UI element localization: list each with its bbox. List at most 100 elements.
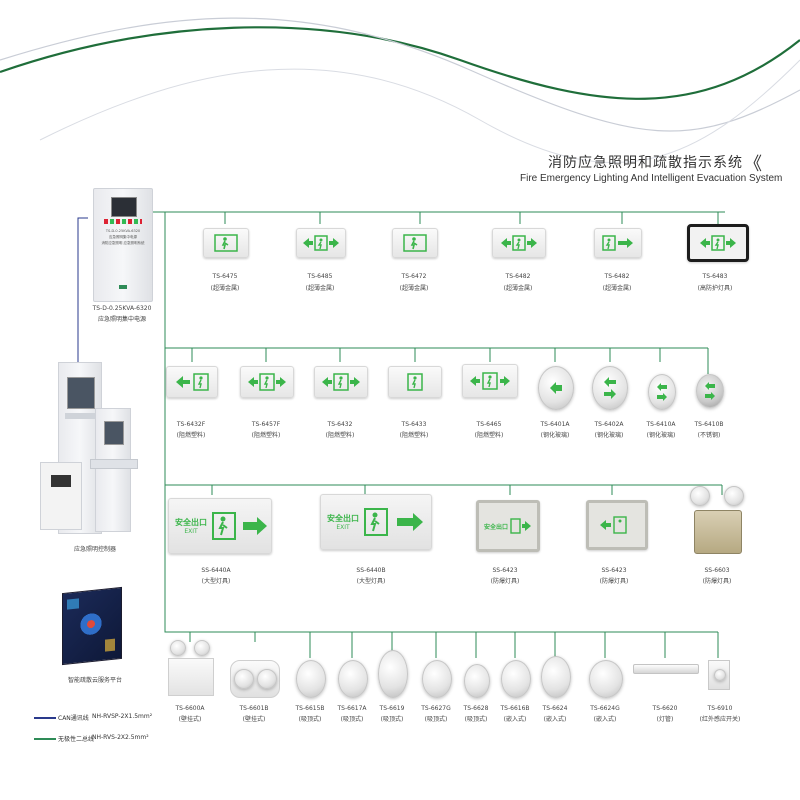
fixture-ts-6600a[interactable]: [166, 640, 216, 698]
fixture-ts-6624[interactable]: [541, 656, 571, 698]
exit-sign-en: EXIT: [336, 524, 350, 531]
row2-model-5: TS-6401A: [540, 421, 570, 428]
fixture-ts-6465[interactable]: [462, 364, 518, 398]
fixture-ts-6402a[interactable]: [592, 366, 628, 410]
fixture-ts-6624g[interactable]: [589, 660, 623, 698]
screen-map: [77, 609, 105, 639]
fixture-ts-6627g[interactable]: [422, 660, 452, 698]
row2-model-7: TS-6410A: [646, 421, 676, 428]
row2-model-6: TS-6402A: [594, 421, 624, 428]
row3-desc-0: (大型灯具): [201, 578, 231, 585]
row2-desc-7: (钢化玻璃): [646, 432, 676, 439]
fixture-ss-6603[interactable]: [690, 486, 744, 554]
fixture-ts-6485[interactable]: [296, 228, 346, 258]
cloud-platform-screen[interactable]: [62, 586, 122, 666]
fixture-ts-6617a[interactable]: [338, 660, 368, 698]
fixture-ts-6410a[interactable]: [648, 374, 676, 410]
exit-sign-cn: 安全出口: [327, 514, 359, 523]
row3-model-1: SS-6440B: [356, 567, 386, 574]
exit-sign-cn: 安全出口: [483, 523, 508, 531]
fixture-ts-6910[interactable]: [708, 660, 730, 690]
fixture-ts-6483[interactable]: [687, 224, 749, 262]
screen-chart: [67, 598, 79, 610]
row4-model-10: TS-6620: [652, 705, 678, 712]
cloud-platform-label: 智能疏散云服务平台: [67, 677, 122, 684]
panel-display: [51, 475, 71, 487]
lamp-head-right: [194, 640, 210, 656]
row4-model-5: TS-6627G: [421, 705, 451, 712]
fixture-ts-6616b[interactable]: [501, 660, 531, 698]
control-console[interactable]: [90, 408, 138, 532]
lamp-lens-left: [234, 669, 254, 689]
row4-desc-8: (嵌入式): [543, 716, 567, 723]
lamp-lens-right: [257, 669, 277, 689]
cabinet-keyboard: [65, 413, 95, 419]
controller-model-label: TS-D-0.25KVA-6320: [92, 305, 152, 312]
row4-model-3: TS-6617A: [337, 705, 367, 712]
fixture-ts-6410b[interactable]: [696, 374, 724, 408]
row2-desc-6: (钢化玻璃): [594, 432, 624, 439]
fixture-ts-6401a[interactable]: [538, 366, 574, 410]
lamp-head-left: [170, 640, 186, 656]
controller-name-label: 应急照明集中电源: [97, 316, 146, 323]
row1-model-1: TS-6485: [307, 273, 333, 280]
fixture-ts-6432f[interactable]: [166, 366, 218, 398]
fixture-ts-6482-a[interactable]: [492, 228, 546, 258]
row1-model-3: TS-6482: [505, 273, 531, 280]
fixture-ts-6619[interactable]: [378, 650, 408, 698]
row3-desc-1: (大型灯具): [356, 578, 386, 585]
fixture-ts-6475[interactable]: [203, 228, 249, 258]
row4-desc-9: (嵌入式): [593, 716, 617, 723]
row2-model-1: TS-6457F: [251, 421, 281, 428]
row4-model-8: TS-6624: [542, 705, 568, 712]
row4-model-2: TS-6615B: [295, 705, 325, 712]
fixture-ts-6601b[interactable]: [230, 660, 280, 698]
screen-chart-2: [105, 638, 115, 652]
row4-model-6: TS-6628: [463, 705, 489, 712]
fixture-ts-6432[interactable]: [314, 366, 368, 398]
fixture-ts-6620[interactable]: [633, 664, 699, 674]
central-power-supply[interactable]: TS-D-0.25KVA-6320 应急照明集中电源 消防应急照明 应急照明系统: [93, 188, 153, 302]
row2-desc-8: (不锈钢): [697, 432, 721, 439]
row2-desc-3: (阻燃塑料): [399, 432, 429, 439]
exit-sign-cn: 安全出口: [175, 518, 207, 527]
row4-desc-7: (嵌入式): [503, 716, 527, 723]
row3-desc-2: (防爆灯具): [490, 578, 520, 585]
legend-bus-spec: NH-RVS-2X2.5mm²: [92, 734, 149, 741]
row3-model-3: SS-6423: [601, 567, 627, 574]
fixture-ts-6433[interactable]: [388, 366, 442, 398]
fixture-ts-6615b[interactable]: [296, 660, 326, 698]
row3-desc-3: (防爆灯具): [599, 578, 629, 585]
row4-desc-11: (红外感应开关): [699, 716, 741, 723]
fixture-ss-6423-b[interactable]: [586, 500, 648, 550]
row3-model-0: SS-6440A: [201, 567, 231, 574]
fixture-ss-6440a[interactable]: 安全出口 EXIT: [168, 498, 272, 554]
brand-logo: [119, 285, 127, 289]
lamp-box: [168, 658, 214, 696]
fixture-ss-6440b[interactable]: 安全出口 EXIT: [320, 494, 432, 550]
legend-can-name: CAN通讯线: [58, 715, 89, 722]
row4-desc-5: (吸顶式): [424, 716, 448, 723]
row3-model-4: SS-6603: [704, 567, 730, 574]
row1-desc-1: (超薄金属): [305, 285, 335, 292]
fixture-ss-6423-a[interactable]: 安全出口: [476, 500, 540, 552]
panel-buttons: [104, 219, 142, 224]
title-chevron-icon: 《: [744, 154, 762, 175]
row4-model-1: TS-6601B: [239, 705, 269, 712]
sensor-dome: [714, 669, 726, 681]
row4-model-7: TS-6616B: [500, 705, 530, 712]
fixture-ts-6482-b[interactable]: [594, 228, 642, 258]
row1-desc-2: (超薄金属): [399, 285, 429, 292]
fixture-ts-6457f[interactable]: [240, 366, 294, 398]
panel-text-2: 应急照明集中电源: [109, 235, 137, 239]
fixture-ts-6472[interactable]: [392, 228, 438, 258]
row1-model-0: TS-6475: [212, 273, 238, 280]
panel-text-3: 消防应急照明 应急照明系统: [101, 241, 145, 245]
control-panel-box[interactable]: [40, 462, 82, 530]
row1-model-4: TS-6482: [604, 273, 630, 280]
row2-desc-2: (阻燃塑料): [325, 432, 355, 439]
fixture-ts-6628[interactable]: [464, 664, 490, 698]
row4-desc-3: (吸顶式): [340, 716, 364, 723]
row4-model-0: TS-6600A: [175, 705, 205, 712]
header-wave-decoration: [0, 17, 800, 163]
